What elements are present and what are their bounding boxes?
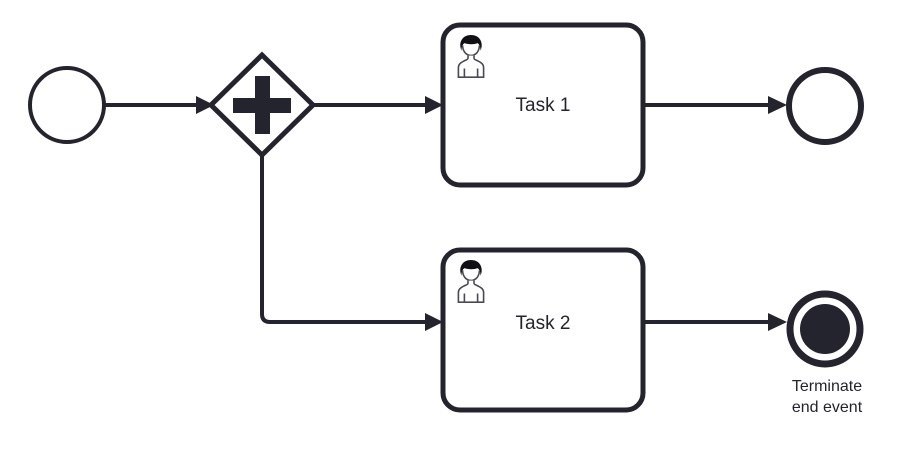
flow-start-to-gateway[interactable] (105, 96, 214, 114)
parallel-gateway[interactable] (207, 51, 317, 159)
flow-gateway-to-task-2[interactable] (260, 156, 443, 331)
arrow-head-icon (196, 96, 214, 114)
task-2-label: Task 2 (516, 313, 571, 334)
end-event-circle-icon (786, 67, 864, 145)
user-icon (457, 35, 485, 78)
flow-gateway-to-task-1[interactable] (313, 96, 443, 114)
start-event[interactable] (28, 66, 106, 144)
arrow-head-icon (425, 313, 443, 331)
start-event-circle-icon (28, 66, 106, 144)
terminate-end-event-label-line-1: Terminate (792, 378, 862, 395)
flow-task-1-to-end-event[interactable] (643, 96, 787, 114)
terminate-end-event-core-icon (800, 304, 850, 354)
flow-task-2-to-terminate-end-event[interactable] (643, 313, 787, 331)
task-1-label: Task 1 (516, 95, 571, 116)
task-2[interactable]: Task 2 (440, 247, 646, 413)
task-1-box (440, 22, 646, 188)
end-event[interactable] (786, 67, 864, 145)
task-1[interactable]: Task 1 (440, 22, 646, 188)
arrow-head-icon (768, 96, 787, 114)
gateway-plus-icon-horizontal (233, 98, 291, 113)
terminate-end-event[interactable]: Terminate end event (786, 290, 864, 416)
arrow-head-icon (768, 313, 787, 331)
terminate-end-event-label-line-2: end event (792, 399, 863, 416)
task-2-box (440, 247, 646, 413)
flow-line (260, 156, 425, 324)
arrow-head-icon (425, 96, 443, 114)
user-icon (457, 260, 485, 303)
